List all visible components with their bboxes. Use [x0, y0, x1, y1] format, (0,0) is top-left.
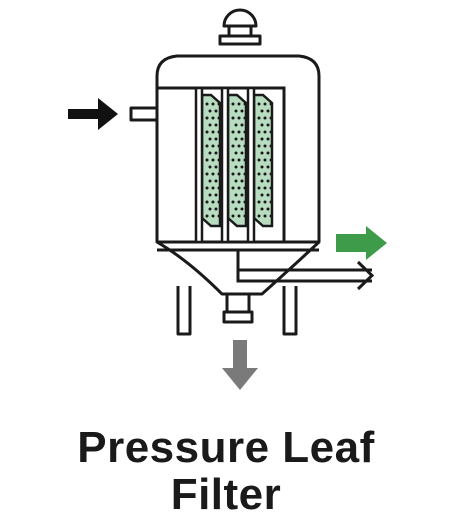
top-dome	[222, 8, 258, 28]
diagram-title-line-2: Filter	[170, 470, 282, 519]
filter-leaf	[246, 86, 274, 244]
diagram-title-line-1: Pressure Leaf	[77, 423, 375, 472]
top-flange	[218, 34, 262, 46]
pressure-leaf-filter-diagram	[68, 8, 387, 390]
filter-leaf	[194, 86, 222, 244]
filtrate-arrow-icon	[336, 226, 387, 260]
filtrate-outlet-pipe	[236, 250, 375, 291]
filter-leaves	[194, 86, 274, 244]
cake-discharge-arrow-icon	[222, 340, 258, 390]
inlet-arrow-icon	[68, 98, 118, 130]
filter-leaf	[220, 86, 248, 244]
inlet-nozzle	[129, 106, 159, 122]
cone-neck	[225, 292, 251, 314]
left-leg	[176, 286, 192, 336]
filter-cake-dots	[205, 102, 273, 218]
bottom-flange	[222, 310, 254, 324]
right-leg	[282, 286, 298, 336]
